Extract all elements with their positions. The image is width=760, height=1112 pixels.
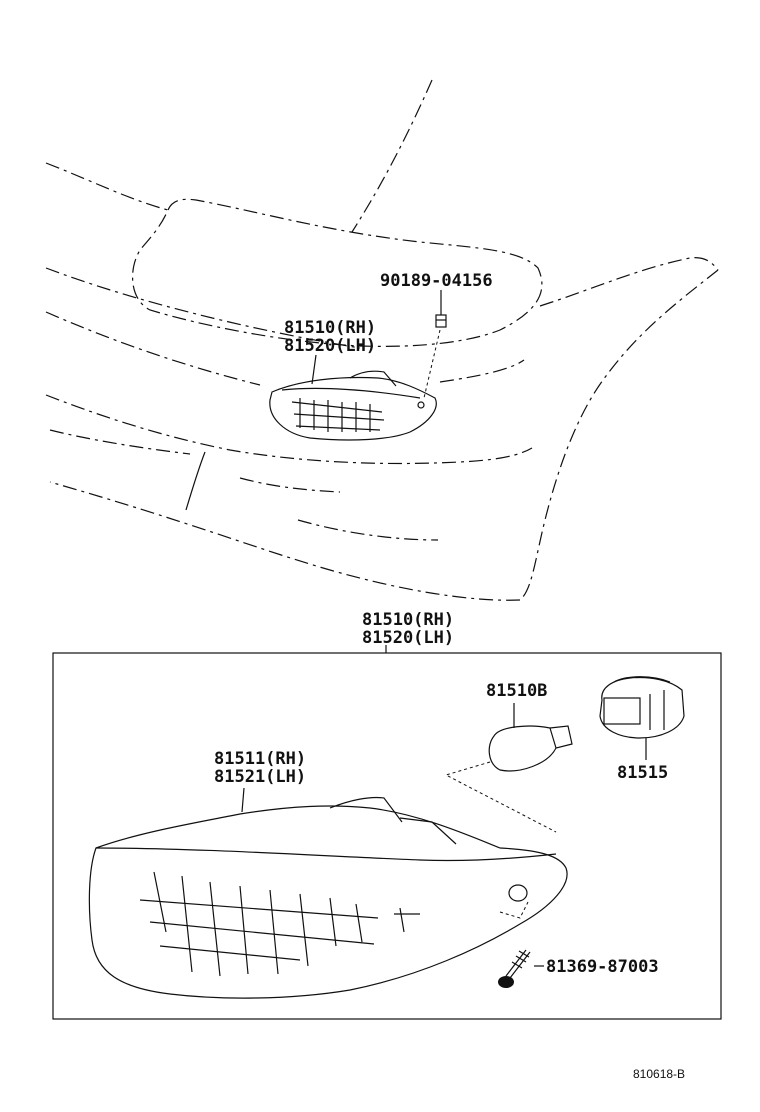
top-assy-rh-label: 81510(RH) bbox=[284, 318, 376, 338]
socket-part-number: 81515 bbox=[617, 763, 668, 783]
lens-rh-label: 81511(RH) bbox=[214, 749, 306, 769]
bulb-part-number: 81510B bbox=[486, 681, 547, 701]
assembly-box bbox=[52, 652, 722, 1020]
bumper-outline bbox=[45, 79, 719, 601]
screw-part-number: 81369-87003 bbox=[546, 957, 659, 977]
lens-icon bbox=[88, 796, 568, 999]
box-assy-rh-label: 81510(RH) bbox=[362, 610, 454, 630]
bulb-icon bbox=[488, 725, 573, 772]
socket-icon bbox=[599, 676, 685, 739]
lens-lh-label: 81521(LH) bbox=[214, 767, 306, 787]
top-assy-lh-label: 81520(LH) bbox=[284, 336, 376, 356]
diagram-code: 810618-B bbox=[633, 1067, 685, 1081]
box-assy-lh-label: 81520(LH) bbox=[362, 628, 454, 648]
installed-lamp bbox=[269, 370, 437, 441]
screw-icon bbox=[498, 949, 531, 988]
bolt-icon bbox=[435, 314, 447, 328]
bolt-part-number: 90189-04156 bbox=[380, 271, 493, 291]
